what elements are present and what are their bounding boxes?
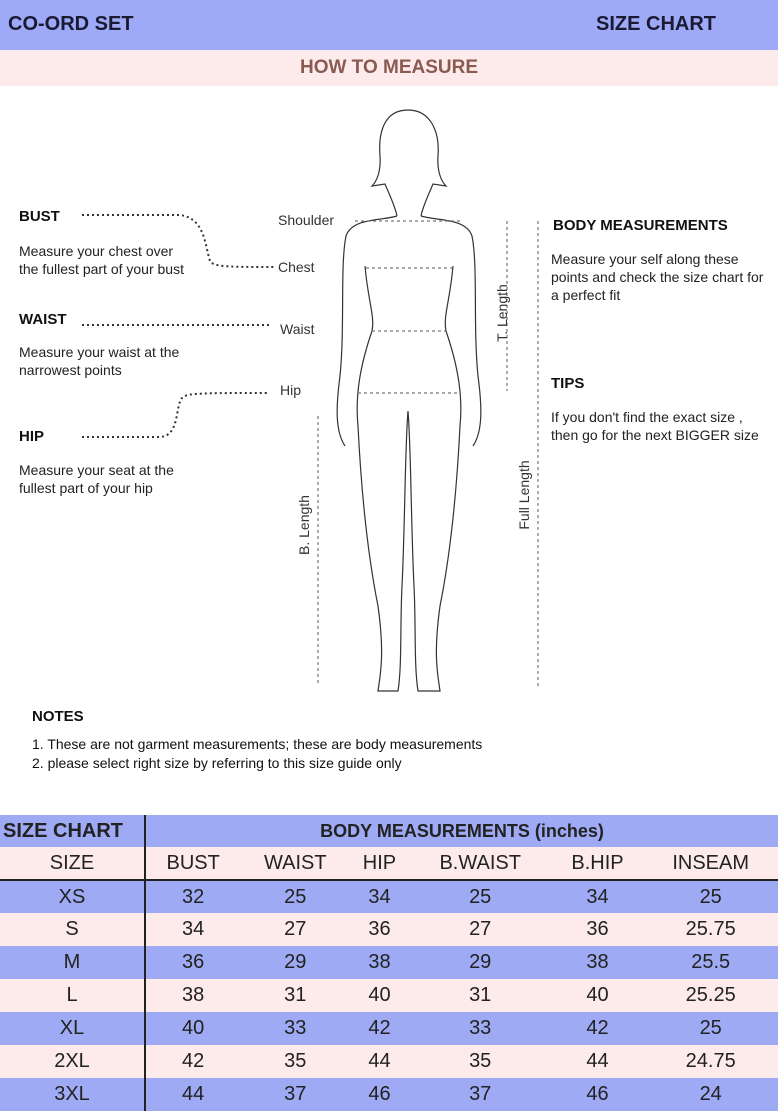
table-header-row: SIZE BUST WAIST HIP B.WAIST B.HIP INSEAM — [0, 847, 778, 881]
label-waist: Waist — [280, 321, 315, 337]
measurement-cell: 36 — [145, 946, 241, 979]
measure-lines — [317, 220, 539, 686]
measurement-cell: 42 — [551, 1012, 644, 1045]
measurement-cell: 25 — [643, 1012, 778, 1045]
measurement-cell: 27 — [408, 913, 552, 946]
size-cell: XS — [0, 880, 146, 913]
size-cell: 3XL — [0, 1078, 146, 1111]
table-title-row: SIZE CHART BODY MEASUREMENTS (inches) — [0, 815, 778, 847]
measurement-cell: 34 — [350, 880, 409, 913]
body-outline — [336, 215, 482, 692]
measurement-cell: 29 — [408, 946, 552, 979]
measurement-cell: 42 — [145, 1045, 241, 1078]
tips-text: If you don't find the exact size , then … — [551, 409, 759, 443]
label-b-length: B. Length — [296, 495, 312, 555]
measurement-cell: 33 — [240, 1012, 351, 1045]
measurement-cell: 36 — [350, 913, 409, 946]
label-shoulder: Shoulder — [278, 212, 335, 228]
measurement-cell: 37 — [240, 1078, 351, 1111]
size-cell: S — [0, 913, 146, 946]
leader-lines — [82, 214, 276, 438]
column-header: BUST — [145, 847, 241, 881]
column-header: WAIST — [240, 847, 351, 881]
measurement-cell: 36 — [551, 913, 644, 946]
label-t-length: T. Length — [494, 284, 510, 342]
measurement-cell: 33 — [408, 1012, 552, 1045]
measurement-cell: 25 — [240, 880, 351, 913]
measurement-cell: 31 — [408, 979, 552, 1012]
column-header: B.HIP — [551, 847, 644, 881]
tips-title: TIPS — [551, 375, 585, 392]
body-figure — [82, 109, 539, 692]
size-cell: M — [0, 946, 146, 979]
measurement-cell: 25.5 — [643, 946, 778, 979]
measurement-cell: 38 — [145, 979, 241, 1012]
measurement-cell: 35 — [408, 1045, 552, 1078]
table-title: SIZE CHART — [0, 815, 146, 847]
measurement-cell: 25.75 — [643, 913, 778, 946]
bust-title: BUST — [19, 208, 60, 225]
measurement-cell: 37 — [408, 1078, 552, 1111]
waist-text: Measure your waist at the narrowest poin… — [19, 344, 180, 378]
column-header: INSEAM — [643, 847, 778, 881]
body-measurements-text: Measure your self along these points and… — [551, 251, 764, 303]
note-item: 1. These are not garment measurements; t… — [32, 736, 483, 752]
measurement-cell: 24.75 — [643, 1045, 778, 1078]
head-outline — [370, 109, 448, 217]
hip-title: HIP — [19, 428, 45, 445]
measurement-cell: 44 — [350, 1045, 409, 1078]
bust-text: Measure your chest over the fullest part… — [19, 243, 184, 277]
size-chart-table: SIZE CHART BODY MEASUREMENTS (inches) SI… — [0, 815, 778, 1111]
measurement-cell: 38 — [350, 946, 409, 979]
measurement-cell: 27 — [240, 913, 351, 946]
measurement-cell: 34 — [551, 880, 644, 913]
waist-title: WAIST — [19, 311, 67, 328]
group-header: BODY MEASUREMENTS (inches) — [145, 815, 778, 847]
measurement-cell: 34 — [145, 913, 241, 946]
size-cell: XL — [0, 1012, 146, 1045]
measurement-cell: 46 — [551, 1078, 644, 1111]
column-header: HIP — [350, 847, 409, 881]
column-header: SIZE — [0, 847, 146, 881]
measurement-cell: 29 — [240, 946, 351, 979]
notes: NOTES 1. These are not garment measureme… — [32, 708, 482, 773]
how-to-measure-heading: HOW TO MEASURE — [0, 50, 778, 86]
measurement-cell: 40 — [145, 1012, 241, 1045]
measurement-cell: 31 — [240, 979, 351, 1012]
measurement-cell: 40 — [551, 979, 644, 1012]
body-measurements-title: BODY MEASUREMENTS — [553, 217, 728, 234]
measurement-cell: 32 — [145, 880, 241, 913]
measurement-cell: 46 — [350, 1078, 409, 1111]
product-type: CO-ORD SET — [8, 13, 134, 35]
measurement-cell: 44 — [551, 1045, 644, 1078]
measurement-cell: 38 — [551, 946, 644, 979]
size-cell: L — [0, 979, 146, 1012]
notes-title: NOTES — [32, 708, 84, 725]
measurement-cell: 44 — [145, 1078, 241, 1111]
label-full-length: Full Length — [516, 460, 532, 530]
header-title: SIZE CHART — [596, 13, 716, 35]
measurement-cell: 25 — [643, 880, 778, 913]
measurement-cell: 25.25 — [643, 979, 778, 1012]
measurement-cell: 25 — [408, 880, 552, 913]
measurement-cell: 24 — [643, 1078, 778, 1111]
size-cell: 2XL — [0, 1045, 146, 1078]
label-chest: Chest — [278, 259, 315, 275]
label-hip: Hip — [280, 382, 302, 398]
hip-text: Measure your seat at the fullest part of… — [19, 462, 174, 496]
note-item: 2. please select right size by referring… — [32, 755, 402, 771]
measurement-cell: 35 — [240, 1045, 351, 1078]
column-header: B.WAIST — [408, 847, 552, 881]
header-bar: CO-ORD SET SIZE CHART — [0, 0, 778, 50]
measurement-cell: 42 — [350, 1012, 409, 1045]
measurement-cell: 40 — [350, 979, 409, 1012]
